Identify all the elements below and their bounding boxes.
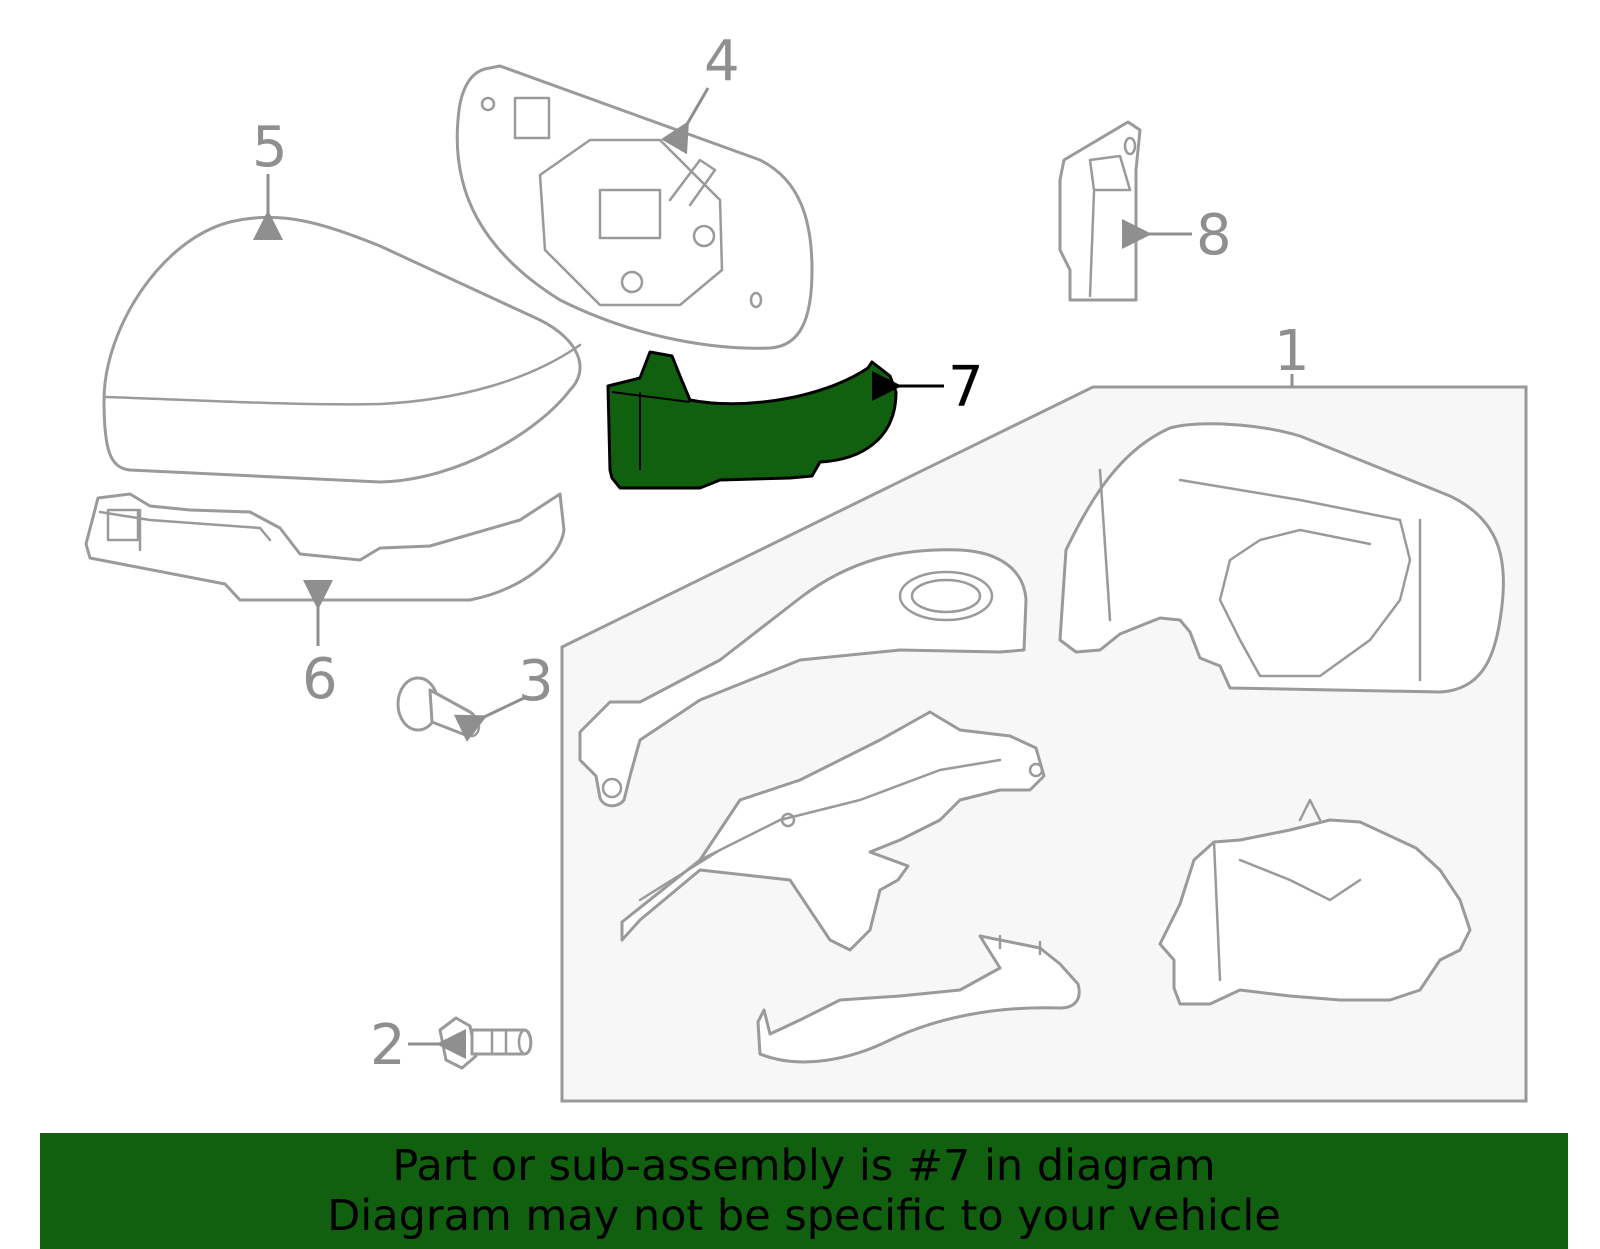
- callout-1: 1: [1274, 319, 1310, 384]
- banner-line-2: Diagram may not be specific to your vehi…: [327, 1191, 1281, 1241]
- callout-2: 2: [370, 1013, 406, 1078]
- callout-7: 7: [948, 355, 984, 420]
- turn-signal-part-7-highlighted: [606, 350, 898, 490]
- lower-trim-piece: [756, 934, 1081, 1064]
- callout-5: 5: [252, 115, 288, 180]
- bracket-part-8: [1058, 120, 1142, 302]
- mirror-housing: [1058, 422, 1505, 694]
- mirror-actuator-motor: [1158, 798, 1472, 1006]
- lower-cover-part-6: [84, 492, 566, 602]
- info-banner: Part or sub-assembly is #7 in diagram Di…: [40, 1133, 1568, 1249]
- callout-6: 6: [302, 647, 338, 712]
- banner-line-1: Part or sub-assembly is #7 in diagram: [392, 1141, 1216, 1191]
- mirror-arm-base: [578, 548, 1028, 808]
- callout-3: 3: [518, 649, 554, 714]
- callout-leaders: [253, 87, 1294, 1059]
- screw-part-2: [438, 1016, 533, 1070]
- callout-8: 8: [1196, 203, 1232, 268]
- mirror-glass-part-4: [455, 64, 814, 350]
- mirror-cover-part-5: [102, 215, 582, 484]
- callout-4: 4: [704, 29, 740, 94]
- power-fold-mechanism: [620, 710, 1046, 952]
- bolt-part-3: [396, 676, 481, 738]
